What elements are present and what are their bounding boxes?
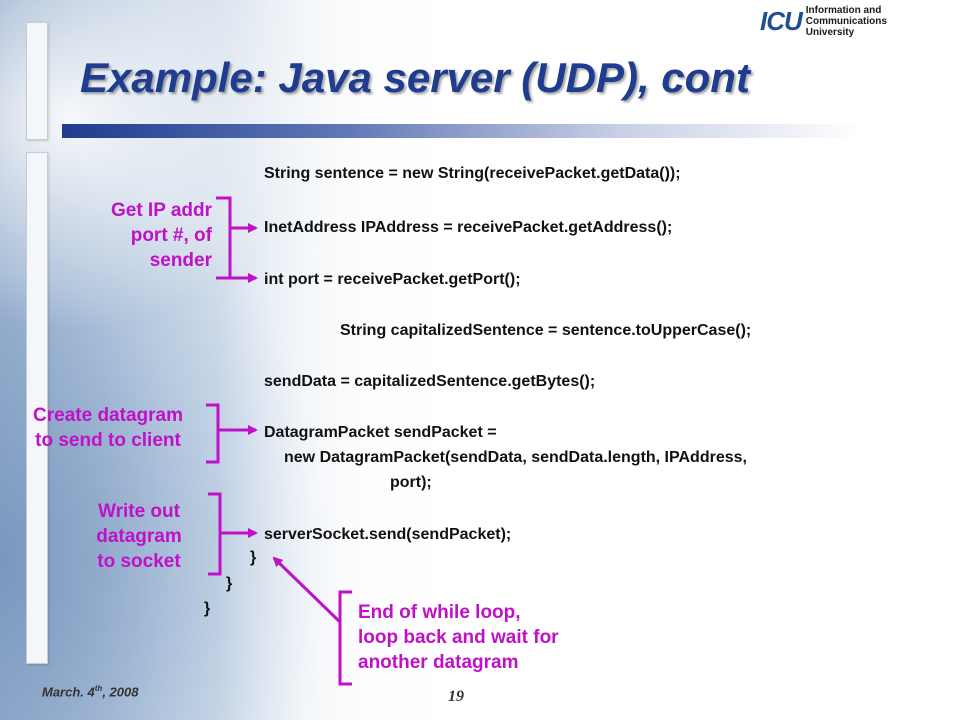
code-line-3: int port = receivePacket.getPort(); bbox=[264, 271, 521, 288]
note-end-line-2: loop back and wait for bbox=[358, 627, 559, 648]
note-get-ip-line-3: sender bbox=[149, 250, 212, 271]
note-create-line-1: Create datagram bbox=[33, 405, 183, 426]
bracket-create-datagram bbox=[206, 403, 220, 464]
code-line-5: sendData = capitalizedSentence.getBytes(… bbox=[264, 373, 596, 390]
code-line-9: serverSocket.send(sendPacket); bbox=[264, 526, 512, 543]
code-line-4: String capitalizedSentence = sentence.to… bbox=[340, 322, 752, 339]
code-line-6: DatagramPacket sendPacket = bbox=[264, 424, 497, 441]
footer-date-sup: th bbox=[94, 684, 103, 693]
arrow-end-loop bbox=[272, 556, 342, 624]
left-decor-bar-main bbox=[26, 152, 48, 664]
code-line-7: new DatagramPacket(sendData, sendData.le… bbox=[284, 449, 747, 466]
page-number: 19 bbox=[448, 688, 464, 705]
logo-line-1: Information and Communications bbox=[805, 4, 887, 27]
bracket-get-ip bbox=[216, 196, 232, 280]
code-line-8: port); bbox=[390, 474, 432, 491]
slide-title: Example: Java server (UDP), cont bbox=[80, 54, 750, 101]
note-write-line-3: to socket bbox=[97, 551, 181, 572]
note-write-line-2: datagram bbox=[96, 526, 182, 547]
logo-mark: ICU bbox=[760, 5, 803, 36]
left-decor-bar-top bbox=[26, 22, 48, 140]
university-logo: ICU Information and Communications Unive… bbox=[760, 5, 960, 38]
footer-date: March. 4th, 2008 bbox=[42, 684, 138, 699]
note-create-datagram: Create datagram to send to client bbox=[8, 403, 208, 453]
bracket-write-out bbox=[208, 492, 222, 576]
bracket-end-loop bbox=[338, 590, 352, 686]
logo-line-2: University bbox=[805, 26, 855, 38]
note-get-ip-line-2: port #, of bbox=[130, 225, 212, 246]
note-get-ip: Get IP addr port #, of sender bbox=[60, 198, 212, 273]
note-create-line-2: to send to client bbox=[35, 430, 181, 451]
note-end-line-1: End of while loop, bbox=[358, 602, 521, 623]
logo-text: Information and Communications Universit… bbox=[806, 5, 960, 38]
closing-brace-3: } bbox=[204, 600, 211, 617]
closing-brace-1: } bbox=[250, 549, 257, 566]
note-get-ip-line-1: Get IP addr bbox=[110, 200, 212, 221]
note-write-line-1: Write out bbox=[98, 501, 180, 522]
footer-date-prefix: March. 4 bbox=[42, 684, 95, 700]
code-line-2: InetAddress IPAddress = receivePacket.ge… bbox=[264, 219, 673, 236]
code-line-1: String sentence = new String(receivePack… bbox=[264, 165, 681, 182]
note-end-loop: End of while loop, loop back and wait fo… bbox=[358, 600, 658, 675]
note-end-line-3: another datagram bbox=[358, 652, 519, 673]
title-underline bbox=[62, 124, 862, 138]
closing-brace-2: } bbox=[226, 575, 233, 592]
footer-date-suffix: , 2008 bbox=[102, 684, 139, 700]
note-write-out: Write out datagram to socket bbox=[76, 499, 202, 574]
